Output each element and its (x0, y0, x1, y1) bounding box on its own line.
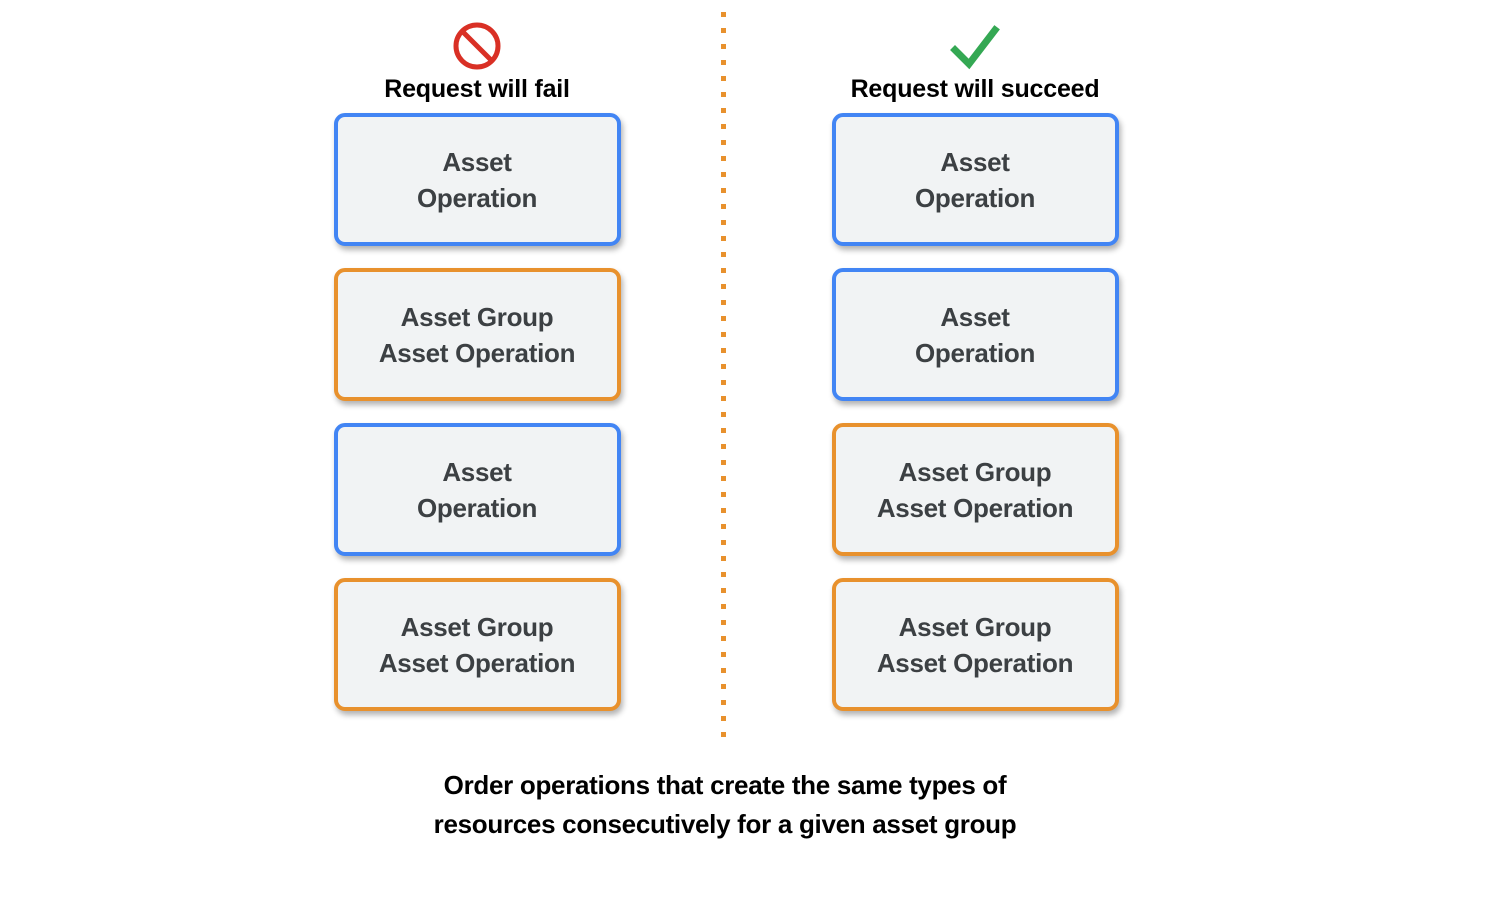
caption-line-2: resources consecutively for a given asse… (433, 809, 1017, 839)
card-asset-operation[interactable]: Asset Operation (831, 268, 1119, 401)
card-line: Asset Operation (378, 337, 576, 368)
card-asset-operation[interactable]: Asset Operation (333, 423, 621, 556)
card-asset-operation[interactable]: Asset Operation (333, 113, 621, 246)
column-title-succeed: Request will succeed (850, 75, 1100, 103)
card-line: Asset Operation (378, 647, 576, 678)
card-line: Operation (914, 182, 1036, 213)
card-line: Asset Group (898, 456, 1052, 487)
card-line: Asset Operation (876, 492, 1074, 523)
column-title-fail: Request will fail (384, 75, 570, 103)
check-icon (945, 20, 1005, 72)
card-line: Asset (442, 146, 512, 177)
card-asset-operation[interactable]: Asset Operation (831, 113, 1119, 246)
card-line: Asset Group (400, 611, 554, 642)
card-line: Asset Operation (876, 647, 1074, 678)
card-line: Asset Group (400, 301, 554, 332)
card-line: Asset (940, 146, 1010, 177)
card-stack-succeed: Asset Operation Asset Operation Asset Gr… (825, 113, 1125, 711)
prohibition-icon (451, 20, 503, 72)
card-asset-group-asset-operation[interactable]: Asset Group Asset Operation (831, 423, 1119, 556)
column-request-will-succeed: Request will succeed Asset Operation Ass… (825, 0, 1125, 711)
column-header-succeed: Request will succeed (825, 0, 1125, 113)
card-line: Asset (442, 456, 512, 487)
card-line: Asset Group (898, 611, 1052, 642)
diagram-caption: Order operations that create the same ty… (0, 766, 1450, 844)
caption-line-1: Order operations that create the same ty… (443, 770, 1007, 800)
column-divider (721, 12, 726, 738)
card-line: Operation (914, 337, 1036, 368)
card-asset-group-asset-operation[interactable]: Asset Group Asset Operation (333, 578, 621, 711)
card-asset-group-asset-operation[interactable]: Asset Group Asset Operation (333, 268, 621, 401)
column-request-will-fail: Request will fail Asset Operation Asset … (327, 0, 627, 711)
card-asset-group-asset-operation[interactable]: Asset Group Asset Operation (831, 578, 1119, 711)
card-line: Operation (416, 492, 538, 523)
card-line: Operation (416, 182, 538, 213)
card-line: Asset (940, 301, 1010, 332)
column-header-fail: Request will fail (327, 0, 627, 113)
card-stack-fail: Asset Operation Asset Group Asset Operat… (327, 113, 627, 711)
